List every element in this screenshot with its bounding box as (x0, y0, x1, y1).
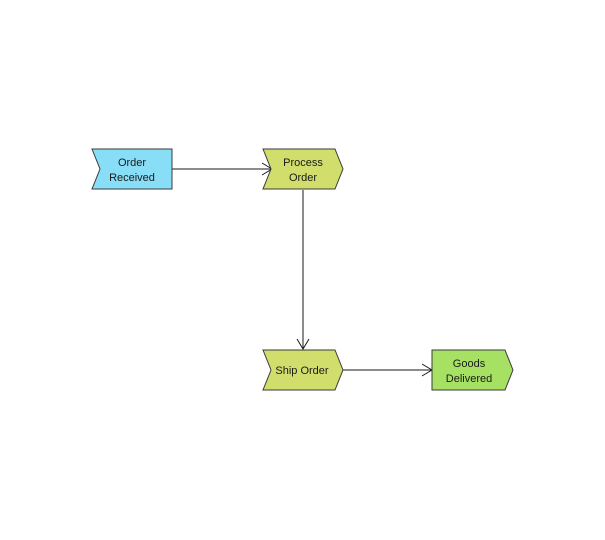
edge-process-order-to-ship-order (296, 190, 310, 350)
node-label-line-1: Order (118, 157, 146, 169)
node-order-received[interactable]: Order Received (91, 148, 173, 190)
node-goods-delivered[interactable]: Goods Delivered (431, 349, 514, 391)
node-ship-order[interactable]: Ship Order (262, 349, 344, 391)
node-label-line-1: Process (283, 157, 323, 169)
event-shape (431, 349, 514, 391)
node-label-line-1: Goods (453, 358, 486, 370)
process-shape (262, 349, 344, 391)
node-label-line-2: Delivered (446, 373, 492, 385)
node-process-order[interactable]: Process Order (262, 148, 344, 190)
edge-ship-order-to-goods-delivered (343, 363, 433, 377)
node-label-line-2: Received (109, 172, 155, 184)
arrowhead (296, 338, 310, 350)
edge-order-received-to-process-order (172, 162, 273, 176)
event-shape (91, 148, 173, 190)
node-label-line-2: Order (289, 172, 317, 184)
process-shape (262, 148, 344, 190)
node-label-line-1: Ship Order (275, 365, 329, 377)
